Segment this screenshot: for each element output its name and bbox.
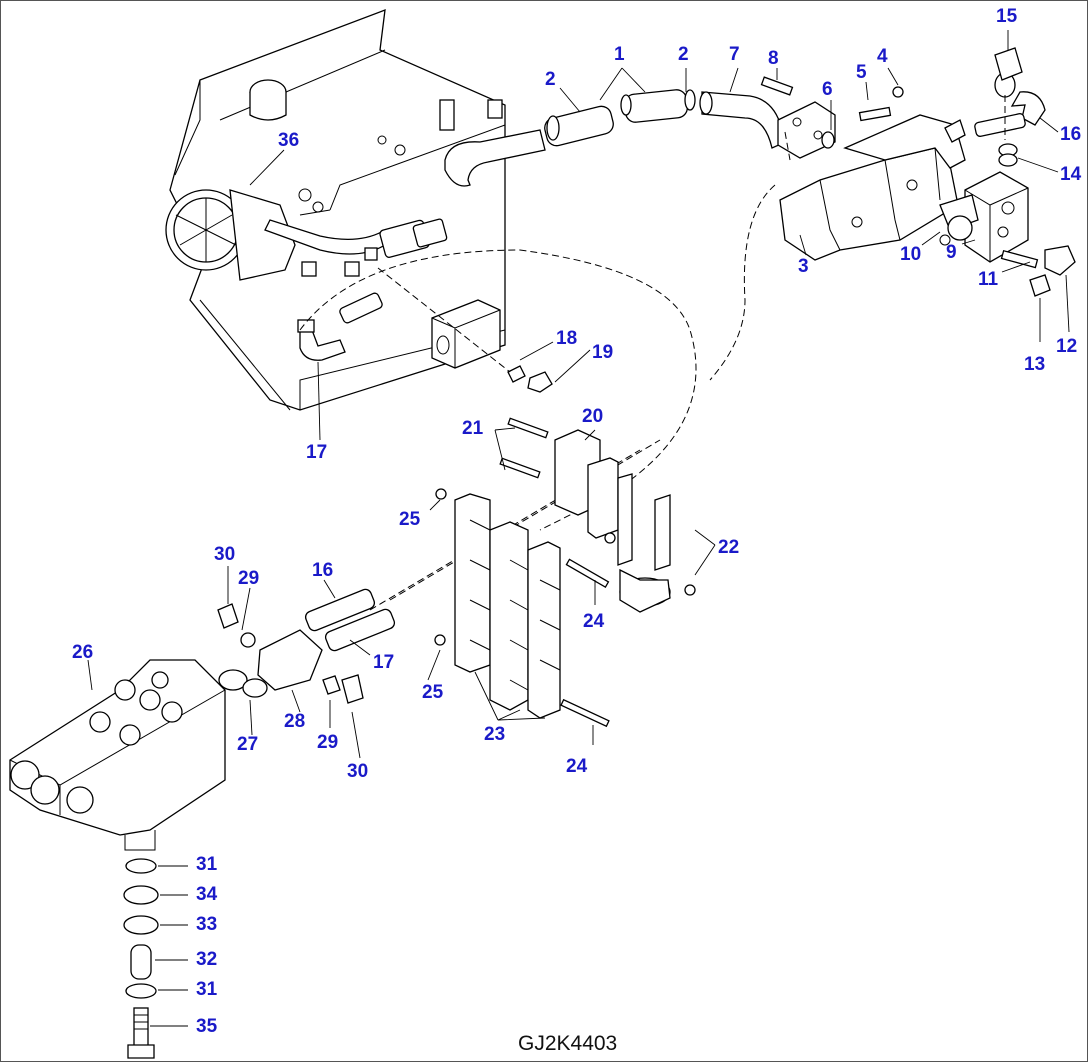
callout-35: 35 xyxy=(196,1016,218,1037)
callout-29: 29 xyxy=(238,568,259,589)
callout-4: 4 xyxy=(877,46,888,67)
callout-28: 28 xyxy=(284,711,305,732)
callout-30: 30 xyxy=(347,761,368,782)
callout-5: 5 xyxy=(856,62,867,83)
callout-25: 25 xyxy=(399,509,421,530)
callout-7: 7 xyxy=(729,44,740,65)
mounting-stack xyxy=(123,858,159,1059)
callout-16: 16 xyxy=(1060,124,1081,145)
callout-34: 34 xyxy=(196,884,218,905)
callout-32: 32 xyxy=(196,949,217,970)
callout-21: 21 xyxy=(462,418,484,439)
callout-26: 26 xyxy=(72,642,93,663)
callout-2: 2 xyxy=(678,44,689,65)
fittings-group xyxy=(217,588,396,704)
callout-31: 31 xyxy=(196,979,218,1000)
callout-33: 33 xyxy=(196,914,217,935)
callout-23: 23 xyxy=(484,724,505,745)
hose-route-line xyxy=(299,249,697,531)
callout-3: 3 xyxy=(798,256,809,277)
callout-labels: 1 2 2 7 8 6 5 4 15 16 14 10 9 11 12 13 3… xyxy=(72,6,1082,1037)
callout-24: 24 xyxy=(583,611,605,632)
callout-16: 16 xyxy=(312,560,333,581)
hose-clamp-assembly xyxy=(434,417,696,728)
callout-29: 29 xyxy=(317,732,338,753)
callout-30: 30 xyxy=(214,544,235,565)
callout-6: 6 xyxy=(822,79,833,100)
callout-2: 2 xyxy=(545,69,556,90)
callout-19: 19 xyxy=(592,342,613,363)
callout-8: 8 xyxy=(768,48,779,69)
callout-20: 20 xyxy=(582,406,603,427)
callout-31: 31 xyxy=(196,854,218,875)
callout-22: 22 xyxy=(718,537,739,558)
callout-14: 14 xyxy=(1060,164,1082,185)
callout-25: 25 xyxy=(422,682,444,703)
callout-1: 1 xyxy=(614,44,625,65)
callout-27: 27 xyxy=(237,734,258,755)
callout-17: 17 xyxy=(373,652,394,673)
callout-10: 10 xyxy=(900,244,921,265)
hydraulic-pump xyxy=(709,86,966,381)
callout-17: 17 xyxy=(306,442,327,463)
drawing-code: GJ2K4403 xyxy=(518,1032,617,1055)
valve-block xyxy=(939,47,1076,297)
callout-24: 24 xyxy=(566,756,588,777)
callout-18: 18 xyxy=(556,328,577,349)
callout-36: 36 xyxy=(278,130,299,151)
callout-15: 15 xyxy=(996,6,1018,27)
tank-assembly xyxy=(165,9,553,411)
callout-11: 11 xyxy=(978,269,999,290)
callout-13: 13 xyxy=(1024,354,1045,375)
control-valve xyxy=(9,659,226,851)
callout-12: 12 xyxy=(1056,336,1077,357)
callout-9: 9 xyxy=(946,242,957,263)
suction-hose-assembly xyxy=(444,76,836,187)
leader-lines xyxy=(87,30,1070,1027)
